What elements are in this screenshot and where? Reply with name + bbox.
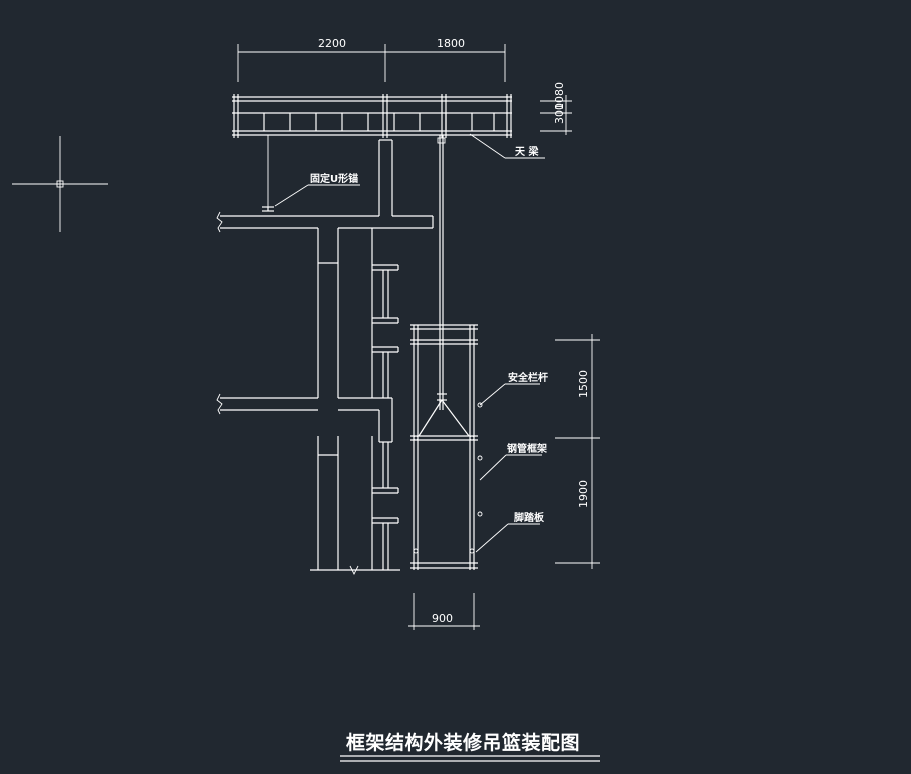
dim-300: 300 <box>553 103 566 124</box>
label-footboard: 脚踏板 <box>514 511 545 524</box>
basket-height-dimension: 1500 1900 <box>555 334 600 569</box>
guardrail-callout: 安全栏杆 <box>477 371 548 408</box>
basket-width-dimension: 900 <box>408 593 480 630</box>
label-anchor: 固定U形锚 <box>310 172 358 185</box>
dim-900: 900 <box>432 612 453 625</box>
beam-height-dimension: 300 1080 <box>540 82 572 135</box>
dim-2200: 2200 <box>318 37 346 50</box>
anchor-callout: 固定U形锚 <box>262 172 360 212</box>
dim-1080: 1080 <box>553 82 566 110</box>
label-guardrail: 安全栏杆 <box>508 371 548 384</box>
dim-1500: 1500 <box>577 370 590 398</box>
dim-1900: 1900 <box>577 480 590 508</box>
building-frame <box>216 139 434 576</box>
top-dimension: 2200 1800 <box>237 37 506 82</box>
dim-1800: 1800 <box>437 37 465 50</box>
steel-frame-callout: 钢管框架 <box>477 442 547 481</box>
label-sky-beam: 天 梁 <box>515 145 539 158</box>
drawing-title: 框架结构外装修吊篮装配图 <box>346 731 580 754</box>
label-steel-frame: 钢管框架 <box>507 442 547 455</box>
crosshair-cursor-icon <box>12 136 108 232</box>
hanging-basket <box>410 324 478 570</box>
drawing-title-block: 框架结构外装修吊篮装配图 <box>340 731 600 762</box>
sky-beam-truss <box>232 94 512 138</box>
sky-beam-callout: 天 梁 <box>469 133 545 159</box>
footboard-callout: 脚踏板 <box>475 511 545 553</box>
